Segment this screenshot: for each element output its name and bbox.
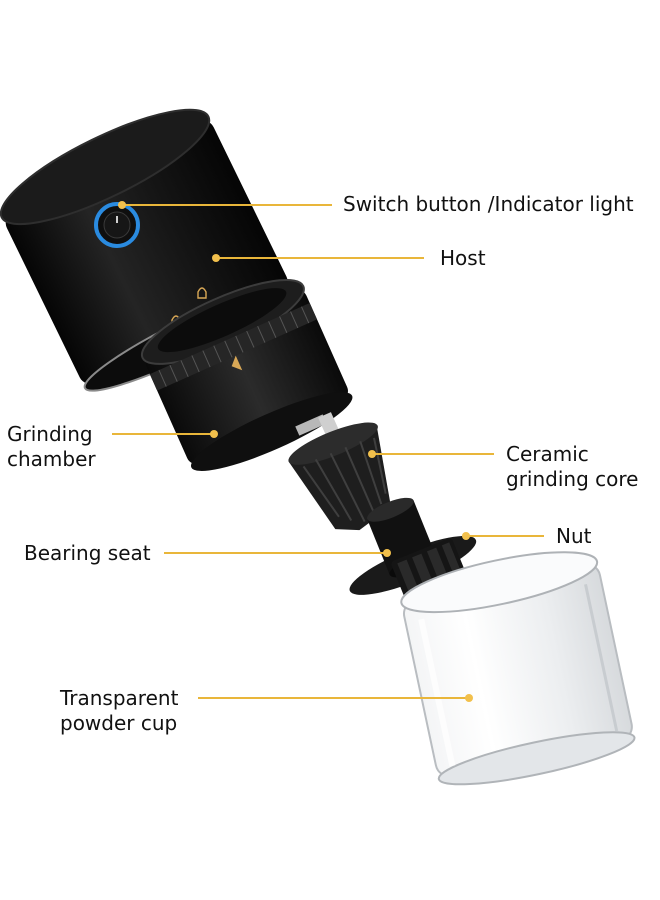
label-bearing-seat: Bearing seat	[24, 541, 151, 565]
label-host: Host	[440, 246, 486, 270]
grinding-chamber	[140, 278, 353, 471]
label-ceramic-grinding-core: Ceramic grinding core	[506, 442, 639, 491]
leader-lines	[112, 201, 544, 702]
transparent-powder-cup	[400, 551, 636, 786]
label-nut: Nut	[556, 524, 592, 548]
label-grinding-chamber: Grinding chamber	[7, 422, 96, 471]
ceramic-grinding-core	[288, 422, 391, 531]
label-switch-button: Switch button /Indicator light	[343, 192, 634, 216]
switch-button-indicator	[94, 202, 140, 248]
label-powder-cup: Transparent powder cup	[60, 686, 179, 735]
